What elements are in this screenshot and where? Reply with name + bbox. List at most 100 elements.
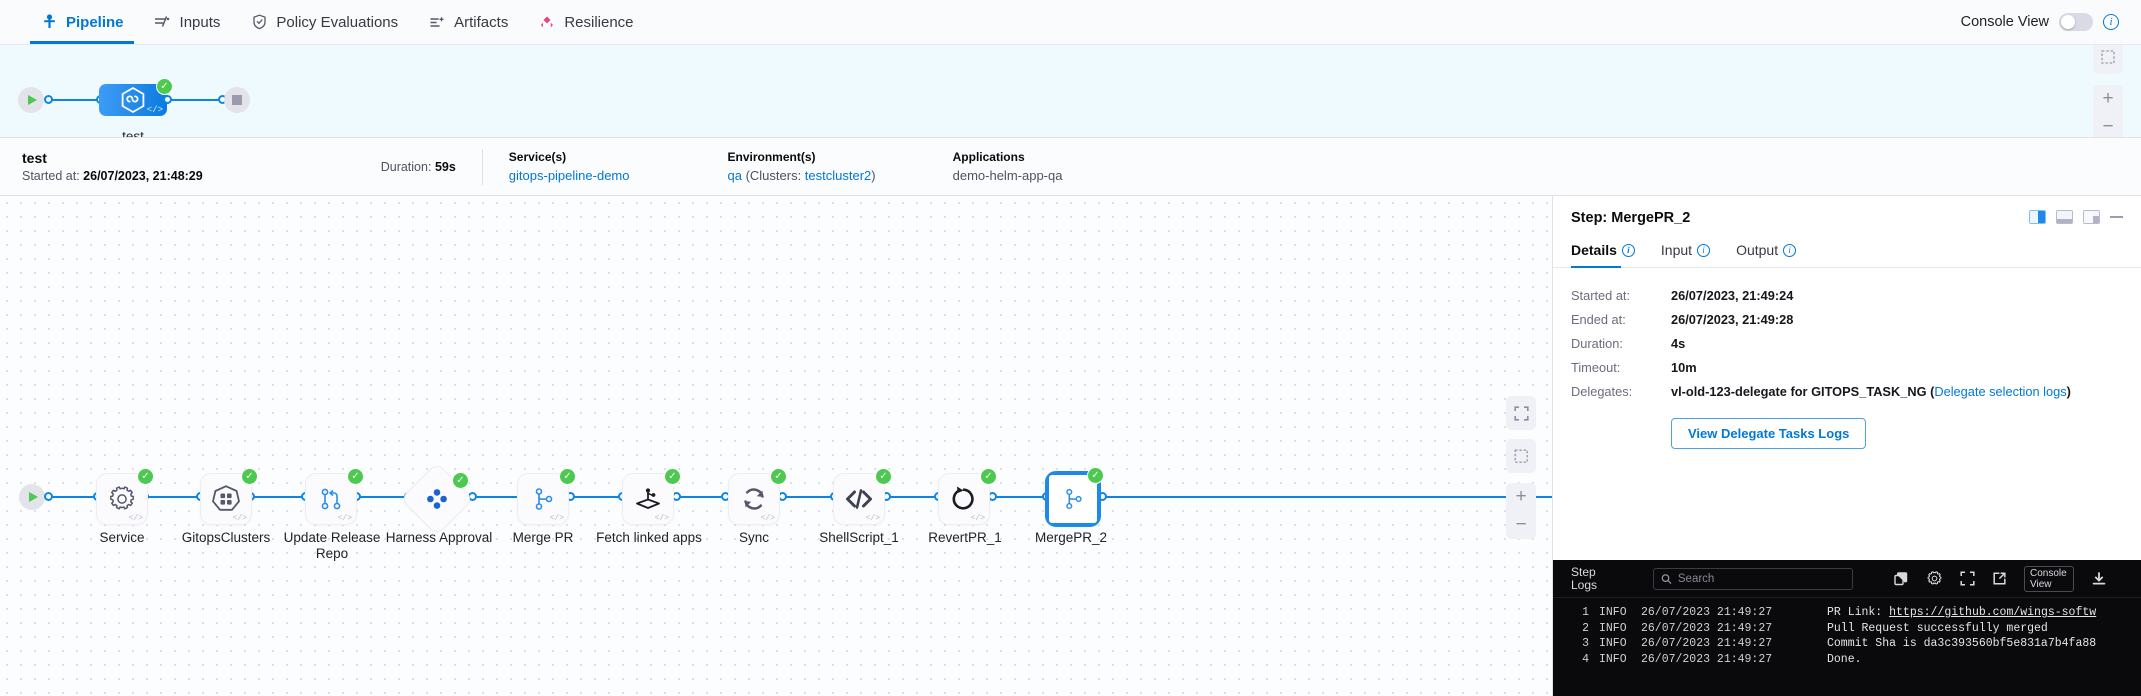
step-status-success-badge: ✓ [137, 468, 154, 485]
started-label: Started at: [22, 169, 80, 183]
nav-tab-list: Pipeline Inputs Policy Evaluations [0, 0, 648, 44]
fullscreen-icon[interactable] [1960, 571, 1975, 586]
pipeline-icon [40, 13, 58, 31]
delegate-selection-logs-link[interactable]: Delegate selection logs [1934, 384, 2067, 399]
stop-icon [232, 95, 242, 105]
logs-console-view-button[interactable]: Console View [2024, 565, 2074, 592]
logs-action-icons: Console View [1893, 565, 2107, 592]
environment-link[interactable]: qa [727, 168, 742, 183]
log-line-number: 4 [1582, 652, 1589, 666]
step-graph-canvas[interactable]: </> ✓ Service </> ✓ GitopsClusters [0, 196, 1553, 696]
step-status-success-badge: ✓ [347, 468, 364, 485]
merge-pr-icon [1066, 488, 1082, 510]
layout-corner-split-button[interactable] [2083, 210, 2100, 224]
tab-input[interactable]: Input i [1661, 242, 1711, 267]
strip-fit-to-screen-button[interactable] [2093, 45, 2123, 74]
console-view-label: Console View [1960, 14, 2049, 30]
fullscreen-icon [1513, 405, 1529, 421]
graph-fit-to-screen-button[interactable] [1506, 439, 1536, 473]
service-link[interactable]: gitops-pipeline-demo [508, 168, 630, 183]
open-external-icon[interactable] [1992, 571, 2007, 586]
info-icon[interactable]: i [1621, 243, 1635, 257]
shield-check-icon [250, 13, 268, 31]
graph-fullscreen-button[interactable] [1506, 396, 1536, 430]
applications-value: demo-helm-app-qa [952, 168, 1063, 183]
step-label-merge-pr: Merge PR [512, 530, 574, 545]
tab-output[interactable]: Output i [1736, 242, 1797, 267]
edge-segment [889, 495, 937, 498]
graph-zoom-controls: + − [1506, 483, 1536, 539]
strip-zoom-out-button[interactable]: − [2102, 116, 2114, 137]
tab-resilience-label: Resilience [564, 13, 634, 31]
step-status-success-badge: ✓ [875, 468, 892, 485]
execution-started: Started at: 26/07/2023, 21:48:29 [22, 169, 203, 183]
tab-artifacts[interactable]: Artifacts [414, 0, 522, 44]
detail-row-duration: Duration: 4s [1571, 336, 2123, 351]
step-code-glyph: </> [760, 514, 775, 523]
step-node-shellscript-1[interactable]: </> [833, 473, 885, 525]
detail-row-delegates: Delegates: vl-old-123-delegate for GITOP… [1571, 384, 2123, 399]
strip-zoom-in-button[interactable]: + [2102, 88, 2114, 109]
layout-bottom-half [2057, 219, 2072, 223]
stage-node-test[interactable]: </> [99, 84, 167, 116]
step-code-glyph: </> [654, 514, 669, 523]
merge-pr-icon [535, 488, 553, 510]
view-delegate-tasks-logs-button[interactable]: View Delegate Tasks Logs [1671, 418, 1867, 449]
step-code-glyph: </> [865, 514, 880, 523]
log-line-message: Done. [1827, 652, 1862, 666]
detail-value: 4s [1671, 336, 1686, 351]
delegates-text-end: ) [2066, 384, 2071, 399]
tab-details[interactable]: Details i [1571, 242, 1635, 268]
tab-policy-evaluations[interactable]: Policy Evaluations [236, 0, 412, 44]
step-node-gitopsclusters[interactable]: </> [200, 473, 252, 525]
code-brackets-icon [846, 489, 872, 509]
fetch-apps-icon [636, 488, 660, 509]
detail-row-ended-at: Ended at: 26/07/2023, 21:49:28 [1571, 312, 2123, 327]
log-line-timestamp: 26/07/2023 21:49:27 [1641, 652, 1773, 666]
mini-pipeline-canvas[interactable]: </> ✓ test [0, 45, 2141, 137]
step-status-success-badge: ✓ [664, 468, 681, 485]
pipeline-start-node[interactable] [18, 87, 44, 113]
harness-diamond-icon [427, 489, 447, 509]
minimize-panel-button[interactable] [2110, 216, 2123, 218]
log-line-list[interactable]: 1 INFO 26/07/2023 21:49:27 PR Link: http… [1553, 598, 2141, 667]
log-message-text: PR Link: [1827, 606, 1890, 619]
graph-zoom-out-button[interactable]: − [1515, 514, 1527, 535]
log-line-level: INFO [1599, 652, 1627, 666]
cluster-link[interactable]: testcluster2 [804, 168, 872, 183]
duration-label: Duration: [380, 159, 432, 174]
log-link[interactable]: https://github.com/wings-softw [1889, 606, 2097, 619]
step-code-glyph: </> [970, 514, 985, 523]
tab-resilience[interactable]: Resilience [524, 0, 647, 44]
execution-title: test [22, 150, 47, 166]
tab-inputs[interactable]: Inputs [140, 0, 235, 44]
resilience-icon [538, 13, 556, 31]
tab-pipeline[interactable]: Pipeline [26, 0, 138, 44]
log-line: 3 INFO 26/07/2023 21:49:27 Commit Sha is… [1553, 636, 2141, 652]
console-view-toggle[interactable] [2059, 13, 2093, 31]
gear-icon[interactable] [1926, 570, 1943, 587]
edge-segment [679, 495, 724, 498]
info-icon[interactable]: i [1697, 243, 1711, 257]
detail-value: 10m [1671, 360, 1697, 375]
step-node-harness-approval[interactable] [400, 462, 474, 536]
info-icon[interactable]: i [2103, 14, 2119, 30]
logs-search-box[interactable] [1653, 567, 1853, 590]
download-icon[interactable] [2091, 571, 2107, 587]
copy-icon[interactable] [1893, 571, 1909, 587]
pipeline-end-node[interactable] [224, 87, 250, 113]
edge-segment [51, 495, 97, 498]
step-logs-title: Step Logs [1571, 565, 1623, 592]
step-status-success-badge: ✓ [559, 468, 576, 485]
edge-segment [475, 495, 520, 498]
graph-start-node[interactable] [19, 484, 45, 510]
log-line-timestamp: 26/07/2023 21:49:27 [1641, 637, 1773, 650]
layout-bottom-split-button[interactable] [2056, 210, 2073, 224]
graph-zoom-in-button[interactable]: + [1515, 486, 1527, 507]
log-line-message: PR Link: https://github.com/wings-softw [1827, 605, 2096, 621]
layout-right-split-button[interactable] [2029, 210, 2046, 224]
summary-environments: Environment(s) qa (Clusters: testcluster… [727, 150, 875, 183]
logs-search-input[interactable] [1677, 572, 1845, 585]
step-details-panel: Step: MergePR_2 Details [1553, 196, 2141, 696]
info-icon[interactable]: i [1783, 243, 1797, 257]
